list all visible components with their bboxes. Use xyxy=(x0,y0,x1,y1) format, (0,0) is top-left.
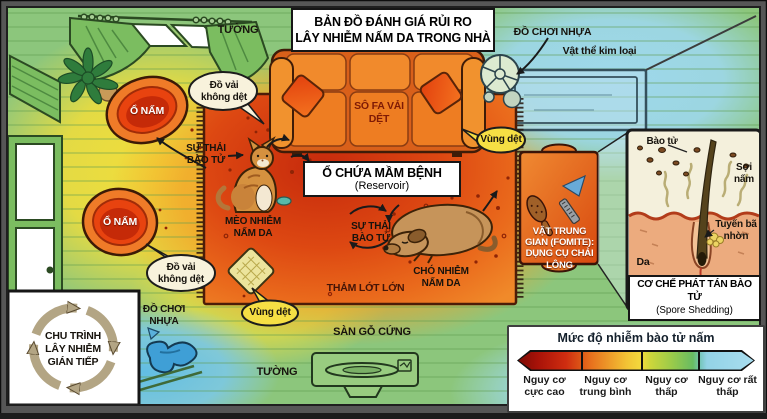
dog-label: CHÓ NHIỄM NẤM DA xyxy=(413,266,469,290)
top-window-curtains xyxy=(69,13,270,86)
inset-sebaceous-label: Tuyến bã nhờn xyxy=(715,219,757,243)
reservoir-subtitle: (Reservoir) xyxy=(354,180,410,192)
speech-bubbles xyxy=(145,71,526,327)
inset-caption-sub: (Spore Shedding) xyxy=(656,304,733,316)
metal-object-label: Vật thể kim loại xyxy=(562,45,637,57)
plastic-toy-bone xyxy=(146,327,198,374)
inset-caption-box: CƠ CHẾ PHÁT TÁN BÀO TỬ (Spore Shedding) xyxy=(628,275,761,321)
inset-skin-label: Da xyxy=(636,256,650,268)
inset-caption: CƠ CHẾ PHÁT TÁN BÀO TỬ xyxy=(637,279,752,303)
infection-cycle xyxy=(6,289,141,407)
inset-spores-label: Bào tử xyxy=(646,136,678,147)
tv-console xyxy=(311,352,419,398)
bar-divider xyxy=(581,350,584,371)
cat-label: MÈO NHIỄM NẤM DA xyxy=(225,216,281,240)
cycle-label: CHU TRÌNH LÂY NHIỄM GIÁN TIẾP xyxy=(45,330,101,368)
wall-label-top: TƯỜNG xyxy=(217,24,259,36)
fungal-nest-label-1: Ổ NẤM xyxy=(130,105,164,117)
reservoir-box: Ổ CHỨA MẦM BỆNH (Reservoir) xyxy=(303,161,461,197)
woven-cushion xyxy=(227,247,275,295)
risk-legend: Mức độ nhiễm bào tử nấm Nguy cơ cực cao … xyxy=(507,325,765,413)
left-window xyxy=(7,54,63,315)
legend-level-medium: Nguy cơ trung bình xyxy=(579,374,632,399)
hyphae xyxy=(663,160,749,208)
pet-bed-fungal-nest-1 xyxy=(105,75,189,145)
plastic-toy-label-bottom: ĐỒ CHƠI NHỰA xyxy=(142,304,186,328)
spore-shedding-label-2: SỰ THẢI BÀO TỬ xyxy=(351,221,391,245)
grooming-cloth xyxy=(561,174,586,197)
risk-gradient-bar xyxy=(517,350,755,371)
dog xyxy=(383,203,498,264)
cat xyxy=(215,136,292,213)
bar-divider xyxy=(697,350,700,371)
legend-title: Mức độ nhiễm bào tử nấm xyxy=(557,331,715,345)
pet-bed-fungal-nest-2 xyxy=(81,187,159,257)
fomite-label: VẬT TRUNG GIAN (FOMITE): DỤNG CỤ CHẢI LÔ… xyxy=(525,226,594,271)
mouse-toy xyxy=(276,196,292,206)
hair-brush xyxy=(526,195,553,237)
rug-label: THẢM LÓT LỚN xyxy=(326,282,405,294)
throw-pillow xyxy=(419,71,463,115)
spores xyxy=(637,145,749,177)
sebaceous-gland xyxy=(706,232,724,248)
nonwoven-bubble-label-1: Đồ vải không dệt xyxy=(201,80,247,104)
fomite-table xyxy=(518,132,628,308)
plastic-toy-label-top: ĐỒ CHƠI NHỰA xyxy=(513,26,592,38)
map-title: BẢN ĐỒ ĐÁNH GIÁ RỦI RO LÂY NHIỄM NẤM DA … xyxy=(291,8,495,52)
reservoir-title: Ổ CHỨA MẦM BỆNH xyxy=(322,166,442,180)
sofa xyxy=(269,48,486,157)
map-title-line2: LÂY NHIỄM NẤM DA TRONG NHÀ xyxy=(295,31,491,46)
legend-level-very-high: Nguy cơ cực cao xyxy=(523,374,566,399)
fungal-nest-label-2: Ổ NẤM xyxy=(103,216,137,228)
map-title-line1: BẢN ĐỒ ĐÁNH GIÁ RỦI RO xyxy=(314,15,472,29)
legend-level-very-low: Nguy cơ rất thấp xyxy=(698,374,757,399)
annotation-arrows xyxy=(156,37,549,250)
plastic-toy-ball xyxy=(480,54,522,109)
woven-zone-bubble-label-2: Vùng dệt xyxy=(249,307,291,318)
legend-level-low: Nguy cơ thấp xyxy=(645,374,688,399)
inset-hyphae-label: Sợi nấm xyxy=(734,162,754,186)
throw-pillow xyxy=(281,74,325,118)
legend-labels: Nguy cơ cực cao Nguy cơ trung bình Nguy … xyxy=(514,374,758,399)
woven-zone-bubble-label-1: Vùng dệt xyxy=(480,134,522,145)
sofa-label: SÔ FA VẢI DỆT xyxy=(354,100,404,125)
spore-shedding-label-1: SỰ THẢI BÀO TỬ xyxy=(186,143,226,167)
wall-label-bottom: TƯỜNG xyxy=(256,366,298,378)
floor-label: SÀN GỖ CỨNG xyxy=(333,326,411,338)
nonwoven-bubble-label-2: Đồ vải không dệt xyxy=(158,262,204,286)
bar-divider xyxy=(640,350,643,371)
comb xyxy=(558,198,580,224)
